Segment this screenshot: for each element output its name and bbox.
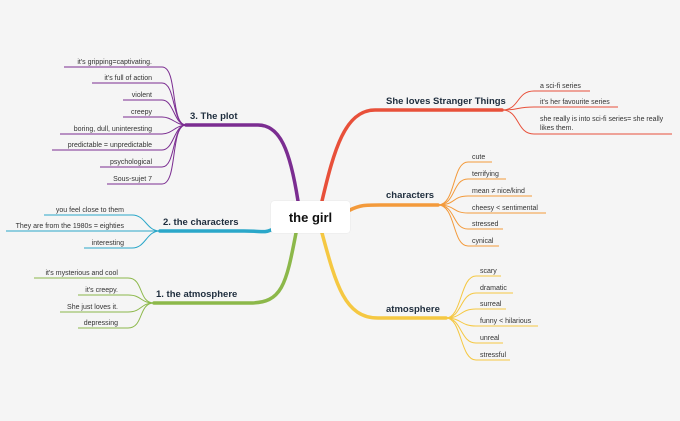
plot-item[interactable]: violent (131, 92, 152, 99)
branch-plot-connector (184, 123, 300, 203)
topic-plot[interactable]: 3. The plot (190, 111, 238, 122)
root-topic[interactable]: the girl (271, 201, 350, 233)
plot-item[interactable]: psychological (109, 159, 152, 166)
branch-characters-left-connector (158, 228, 273, 234)
characters-right-item[interactable]: mean ≠ nice/kind (472, 188, 525, 195)
plot-item[interactable]: it's full of action (104, 75, 152, 82)
plot-item[interactable]: creepy (130, 109, 152, 116)
topic-stranger-things[interactable]: She loves Stranger Things (386, 96, 506, 107)
atmosphere-right-item[interactable]: unreal (480, 335, 500, 342)
branch-characters-right-connector (348, 203, 440, 212)
atmosphere-right-item[interactable]: surreal (480, 301, 502, 308)
atmosphere-right-item[interactable]: dramatic (480, 285, 507, 292)
atmosphere-left-item[interactable]: it's mysterious and cool (45, 270, 118, 277)
characters-left-item[interactable]: They are from the 1980s = eighties (15, 223, 124, 230)
branch-stranger-things-connector (320, 108, 504, 203)
atmosphere-right-item[interactable]: stressful (480, 352, 507, 359)
stranger-things-item[interactable]: a sci-fi series (540, 83, 581, 90)
branch-atmosphere-right-connector (320, 231, 448, 320)
characters-right-item[interactable]: terrifying (472, 171, 499, 178)
plot-item[interactable]: boring, dull, uninteresting (73, 126, 152, 133)
characters-right-item[interactable]: cheesy < sentimental (472, 205, 538, 212)
topic-characters-right[interactable]: characters (386, 190, 435, 201)
atmosphere-left-item[interactable]: it's creepy. (85, 287, 118, 294)
characters-right-item[interactable]: stressed (472, 221, 499, 228)
plot-item[interactable]: predictable = unpredictable (67, 142, 152, 149)
stranger-things-item[interactable]: it's her favourite series (540, 99, 610, 106)
atmosphere-right-item[interactable]: scary (480, 268, 497, 275)
topic-characters-left[interactable]: 2. the characters (163, 217, 239, 228)
characters-right-item[interactable]: cute (472, 154, 486, 161)
atmosphere-right-item[interactable]: funny < hilarious (480, 318, 532, 325)
branch-atmosphere-left-connector (152, 231, 298, 305)
topic-atmosphere-right[interactable]: atmosphere (386, 304, 440, 315)
characters-left-item[interactable]: interesting (91, 240, 124, 247)
stranger-things-item[interactable]: she really is into sci-fi series= she re… (540, 116, 664, 132)
atmosphere-left-item[interactable]: She just loves it. (67, 304, 118, 311)
topic-atmosphere-left[interactable]: 1. the atmosphere (156, 289, 238, 300)
plot-item[interactable]: it's gripping=captivating. (77, 59, 152, 66)
characters-left-item[interactable]: you feel close to them (55, 207, 124, 214)
atmosphere-left-item[interactable]: depressing (83, 320, 118, 327)
plot-item[interactable]: Sous-sujet 7 (113, 176, 152, 183)
characters-right-item[interactable]: cynical (472, 238, 494, 245)
